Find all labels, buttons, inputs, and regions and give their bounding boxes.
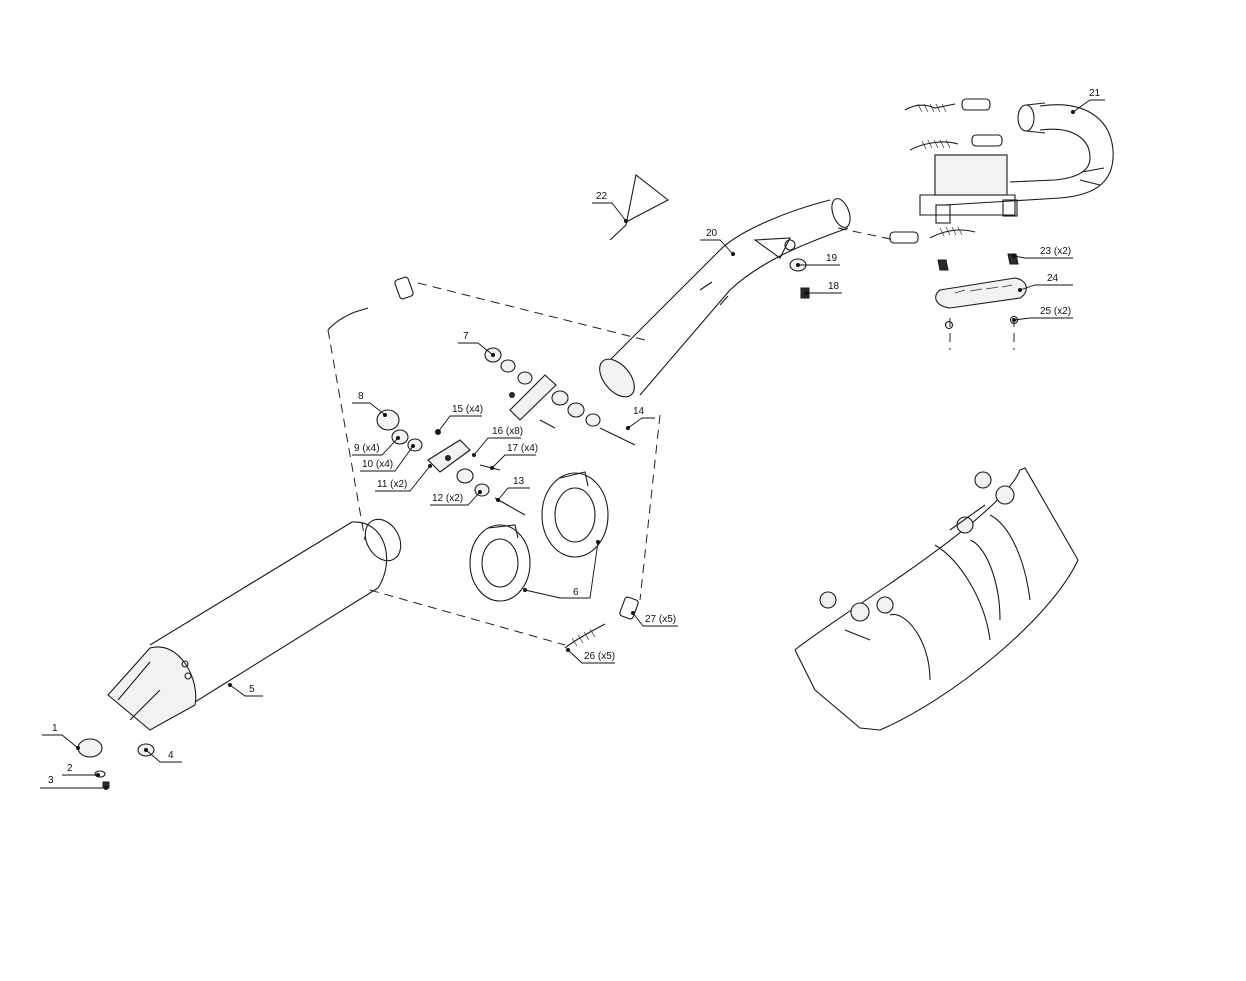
callout-7: 7: [463, 331, 469, 342]
callout-9: 9 (x4): [354, 443, 380, 454]
callout-27: 27 (x5): [645, 614, 676, 625]
callout-16: 16 (x8): [492, 426, 523, 437]
callout-17: 17 (x4): [507, 443, 538, 454]
callout-10: 10 (x4): [362, 459, 393, 470]
callout-14: 14: [633, 406, 645, 417]
grommet-and-bolt: [784, 239, 810, 299]
callouts: 1 2 3 4 5 6 7 8 9 (x4) 10 (x4) 11 (x2) 1…: [40, 88, 1105, 790]
springs-26-27: [394, 276, 639, 649]
callout-22: 22: [596, 191, 608, 202]
callout-12: 12 (x2): [432, 493, 463, 504]
clamps: [469, 471, 609, 602]
callout-3: 3: [48, 775, 54, 786]
detail-view: [794, 467, 1079, 731]
callout-11: 11 (x2): [377, 479, 407, 490]
callout-26: 26 (x5): [584, 651, 615, 662]
callout-25: 25 (x2): [1040, 306, 1071, 317]
link-pipe: [599, 198, 851, 398]
callout-6: 6: [573, 587, 579, 598]
callout-4: 4: [168, 750, 174, 761]
callout-5: 5: [249, 684, 255, 695]
callout-15: 15 (x4): [452, 404, 483, 415]
callout-21: 21: [1089, 88, 1101, 99]
header-springs: [889, 98, 1003, 244]
heat-shield: [935, 253, 1027, 330]
spring-hook-tool: [609, 174, 670, 241]
callout-18: 18: [828, 281, 840, 292]
muffler: [107, 518, 402, 731]
callout-13: 13: [513, 476, 525, 487]
callout-20: 20: [706, 228, 718, 239]
callout-24: 24: [1047, 273, 1059, 284]
callout-2: 2: [67, 763, 73, 774]
header-pipe: [919, 102, 1114, 224]
callout-19: 19: [826, 253, 838, 264]
callout-23: 23 (x2): [1040, 246, 1071, 257]
end-cap-parts: [77, 738, 155, 789]
callout-1: 1: [52, 723, 58, 734]
callout-8: 8: [358, 391, 364, 402]
assembly-dashed-lines: [327, 227, 1015, 646]
bracket-hardware: [327, 307, 636, 516]
